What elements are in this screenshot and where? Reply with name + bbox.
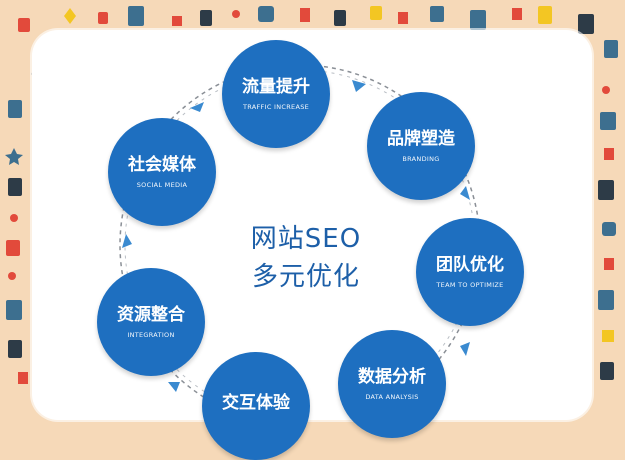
lightning-icon [64,8,76,24]
node-social-media: 社会媒体 SOCIAL MEDIA [108,118,216,226]
dot-icon [8,272,16,280]
bin-icon [470,10,486,30]
bin-icon [600,112,616,130]
node-branding: 品牌塑造 BRANDING [367,92,475,200]
node-label-en: TRAFFIC INCREASE [242,103,310,111]
bin-icon [334,10,346,26]
node-label-en: DATA ANALYSIS [365,393,419,401]
node-label-zh: 流量提升 [242,77,310,97]
bin-icon [578,14,594,34]
gift-icon [604,148,614,160]
arrow-icon [352,80,366,92]
bin-icon [200,10,212,26]
bin-icon [604,40,618,58]
dot-icon [232,10,240,18]
arrow-icon [190,102,204,112]
bin-icon [600,362,614,380]
gift-icon [512,8,522,20]
bin-icon [6,300,22,320]
bin-icon [8,340,22,358]
gift-icon [98,12,108,24]
dot-icon [602,86,610,94]
center-title-line-1: 网站SEO [250,224,362,254]
node-label-en: INTEGRATION [127,331,175,339]
node-label-en: BRANDING [402,155,440,163]
arrow-icon [460,186,470,200]
dot-icon [10,214,18,222]
node-label-zh: 品牌塑造 [387,129,455,149]
node-traffic-increase: 流量提升 TRAFFIC INCREASE [222,40,330,148]
arrow-icon [122,234,132,248]
node-label-zh: 交互体验 [222,393,290,413]
node-label-zh: 团队优化 [436,255,504,275]
gift-icon [172,16,182,26]
node-data-analysis: 数据分析 DATA ANALYSIS [338,330,446,438]
bin-icon [598,290,614,310]
node-label-zh: 数据分析 [358,367,426,387]
node-integration: 资源整合 INTEGRATION [97,268,205,376]
bin-icon [598,180,614,200]
bin-icon [8,178,22,196]
node-label-zh: 资源整合 [117,305,185,325]
node-interaction-experience: 交互体验 [202,352,310,460]
bin-icon [128,6,144,26]
gift-icon [602,330,614,342]
bin-icon [430,6,444,22]
gift-icon [604,258,614,270]
bin-icon [8,100,22,118]
arrow-icon [460,342,470,356]
gift-icon [538,6,552,24]
node-label-en: SOCIAL MEDIA [136,181,188,189]
gift-icon [300,8,310,22]
gift-icon [18,372,28,384]
node-label-en: TEAM TO OPTIMIZE [436,281,504,289]
node-label-zh: 社会媒体 [128,155,196,175]
star-icon [5,148,23,165]
gift-icon [6,240,20,256]
gift-icon [398,12,408,24]
node-team-optimize: 团队优化 TEAM TO OPTIMIZE [416,218,524,326]
gear-icon [602,222,616,236]
center-title-line-2: 多元优化 [251,262,360,292]
gift-icon [18,18,30,32]
gear-icon [258,6,274,22]
arrow-icon [168,382,180,392]
gift-icon [370,6,382,20]
